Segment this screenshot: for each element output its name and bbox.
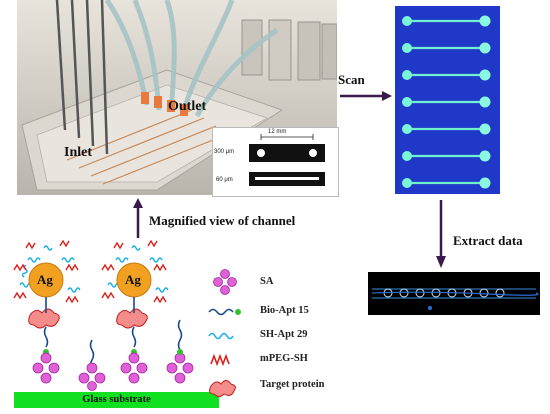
inset-depth-label: 300 μm bbox=[214, 149, 235, 155]
legend: SA Bio-Apt 15 SH-Apt 29 mPEG-SH Target p… bbox=[205, 268, 385, 408]
chip-photo bbox=[17, 0, 337, 195]
scan-arrow bbox=[340, 91, 392, 101]
extracted-data-drawing bbox=[371, 288, 539, 310]
outlet-label: Outlet bbox=[168, 99, 207, 114]
bio-aptamer-icon bbox=[208, 308, 241, 316]
magnified-view-label: Magnified view of channel bbox=[149, 213, 296, 228]
inset-width-label: 12 mm bbox=[268, 129, 287, 135]
legend-label-target-protein: Target protein bbox=[260, 379, 325, 390]
extract-data-label: Extract data bbox=[453, 233, 523, 248]
channel-dimension-inset bbox=[212, 127, 339, 197]
target-protein-icon bbox=[209, 380, 236, 397]
silver-nanoparticle-right bbox=[101, 240, 169, 304]
sh-aptamer-icon bbox=[208, 332, 234, 340]
glass-substrate-label: Glass substrate bbox=[82, 394, 151, 405]
inlet-label: Inlet bbox=[64, 145, 92, 160]
chip-photo-drawing bbox=[17, 0, 337, 195]
legend-label-bio-apt: Bio-Apt 15 bbox=[260, 305, 309, 316]
glass-substrate: Glass substrate bbox=[14, 392, 219, 408]
streptavidin-icon bbox=[213, 269, 237, 295]
channel-dimension-drawing bbox=[249, 134, 325, 186]
magnified-view-arrow bbox=[133, 198, 143, 238]
extracted-data-strip bbox=[368, 272, 540, 315]
ag-label-left: Ag bbox=[37, 272, 53, 287]
inset-height-label: 60 μm bbox=[216, 177, 233, 183]
fluorescence-scan-image bbox=[395, 6, 500, 194]
assay-schematic bbox=[13, 240, 194, 391]
mpeg-sh-icon bbox=[210, 353, 230, 367]
silver-nanoparticle-left bbox=[13, 240, 81, 304]
legend-label-sa: SA bbox=[260, 276, 274, 287]
scan-label: Scan bbox=[338, 72, 365, 87]
scan-channels-drawing bbox=[402, 15, 491, 189]
extract-data-arrow bbox=[436, 200, 446, 268]
legend-label-mpeg: mPEG-SH bbox=[260, 353, 308, 364]
legend-icons bbox=[208, 269, 241, 397]
ag-label-right: Ag bbox=[125, 272, 141, 287]
legend-label-sh-apt: SH-Apt 29 bbox=[260, 329, 308, 340]
